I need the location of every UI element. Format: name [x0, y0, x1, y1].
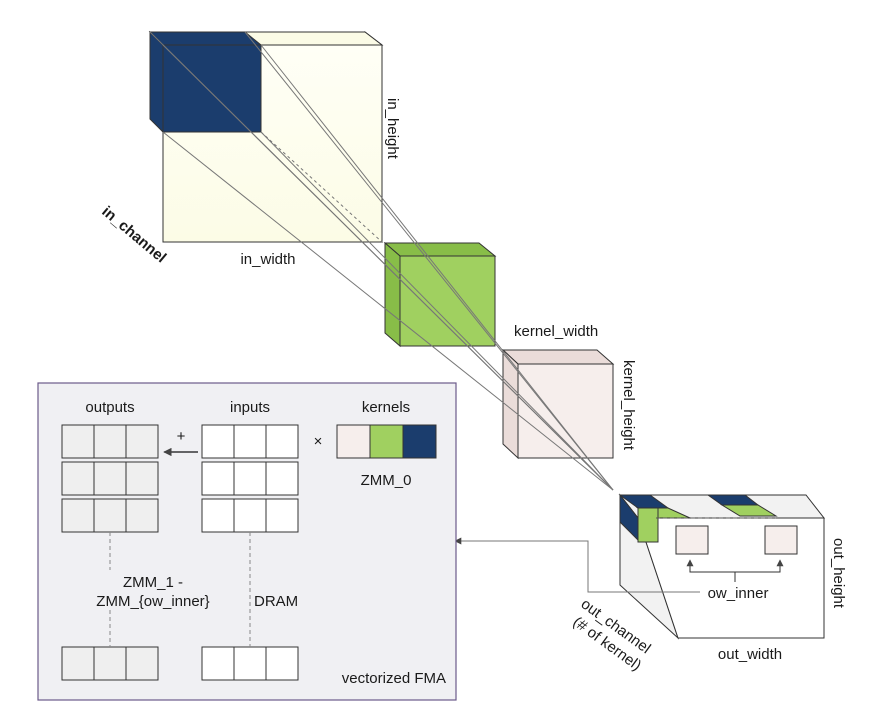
kernel-height-label: kernel_height	[620, 360, 637, 451]
input-register-row	[201, 461, 299, 496]
input-patch-top	[148, 31, 263, 46]
projection-lines	[149, 31, 614, 491]
kernels-header: kernels	[362, 399, 410, 416]
kernel-green-cube	[383, 241, 497, 348]
output-register-row	[61, 424, 159, 459]
input-patch-front	[162, 44, 262, 133]
output-pink-cell-right	[764, 525, 798, 555]
in-width-label: in_width	[240, 251, 295, 268]
output-register-row	[61, 461, 159, 496]
output-tensor	[618, 493, 826, 640]
output-register-row	[61, 646, 159, 681]
out-width-label: out_width	[718, 646, 782, 663]
kernel-width-label: kernel_width	[514, 323, 598, 340]
input-registers	[201, 424, 299, 681]
output-registers	[61, 424, 159, 681]
input-tensor	[148, 30, 384, 244]
output-register-row	[61, 498, 159, 533]
vectorized-fma-panel: outputs inputs kernels + × ZMM_0 ZMM_1 -…	[37, 382, 457, 701]
plus-sign: +	[177, 428, 186, 445]
out-height-label: out_height	[830, 538, 847, 609]
kernel-green-front	[399, 255, 496, 347]
zmm1-label-line1: ZMM_1 -	[123, 574, 183, 591]
input-register-row	[201, 424, 299, 459]
outputs-header: outputs	[85, 399, 134, 416]
in-channel-label: in_channel	[98, 203, 169, 266]
inputs-header: inputs	[230, 399, 270, 416]
output-green-cell	[637, 507, 659, 543]
output-to-panel-arrow	[454, 537, 700, 593]
kernel-pink-front	[517, 363, 614, 459]
kernel-pink-cube	[501, 348, 615, 460]
kernel-pink-top	[501, 349, 615, 365]
input-patch-side	[149, 30, 164, 134]
output-pink-cell-left	[675, 525, 709, 555]
in-height-label: in_height	[384, 98, 401, 160]
zmm1-label-line2: ZMM_{ow_inner}	[96, 593, 209, 610]
output-green-stripe-right	[720, 504, 778, 517]
kernel-green-top	[383, 242, 497, 257]
zmm0-label: ZMM_0	[361, 472, 412, 489]
kernel-register	[336, 424, 437, 459]
input-register-row	[201, 498, 299, 533]
kernel-green-side	[384, 241, 401, 348]
dram-label: DRAM	[254, 593, 298, 610]
times-sign: ×	[314, 433, 323, 450]
panel-footer: vectorized FMA	[342, 670, 446, 687]
input-register-row	[201, 646, 299, 681]
ow-inner-label: ow_inner	[708, 585, 769, 602]
